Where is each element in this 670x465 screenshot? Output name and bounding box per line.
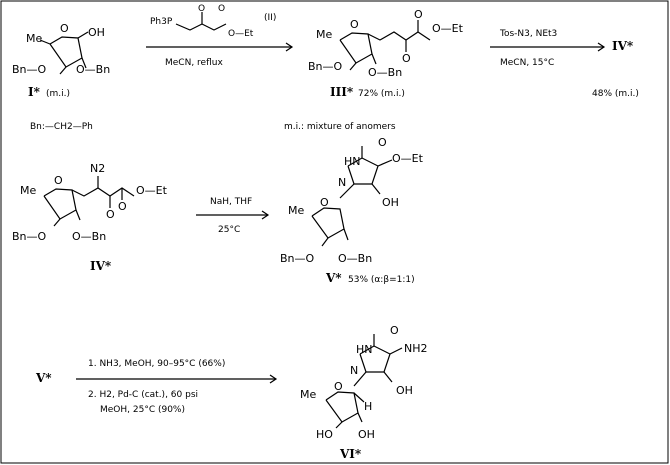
arrow-row3-head: [269, 374, 278, 384]
row2-conditions: 25°C: [218, 225, 240, 235]
step2-conditions: MeCN, 15°C: [500, 58, 554, 68]
compound-V-structure: HN N O O—Et OH Me O Bn—O O—Bn: [280, 136, 424, 265]
atom-o: O: [54, 174, 63, 187]
compound-I-structure: Me OH O Bn—O O—Bn: [12, 22, 110, 76]
atom-o: O: [118, 200, 127, 213]
atom-obn: O—Bn: [338, 252, 372, 265]
atom-me: Me: [300, 388, 316, 401]
arrow-row2-head: [261, 210, 270, 220]
compound-IV-structure: Me O N2 O O O—Et Bn—O O—Bn: [12, 162, 168, 243]
atom-nh2: NH2: [404, 342, 428, 355]
atom-o: O: [414, 8, 423, 21]
mi-definition: m.i.: mixture of anomers: [284, 122, 396, 132]
step2-reagents: Tos-N3, NEt3: [499, 29, 557, 39]
atom-oet: O—Et: [136, 184, 168, 197]
compound-IV-label: IV*: [90, 259, 112, 273]
atom-h: H: [364, 400, 372, 413]
atom-o: O: [198, 4, 205, 14]
compound-IV-label-row1: IV*: [612, 39, 634, 53]
step1-conditions: MeCN, reflux: [165, 58, 223, 68]
atom-me: Me: [288, 204, 304, 217]
atom-oet: O—Et: [432, 22, 464, 35]
compound-I-label: I*: [28, 85, 41, 99]
atom-o: O: [106, 208, 115, 221]
atom-obn: O—Bn: [368, 66, 402, 79]
atom-o: O: [390, 324, 399, 337]
reagent-II-label: (II): [264, 13, 276, 23]
row3-step2b: MeOH, 25°C (90%): [100, 405, 185, 415]
atom-obn: O—Bn: [76, 63, 110, 76]
atom-o: O: [218, 4, 225, 14]
atom-o: O: [334, 380, 343, 393]
compound-I-note: (m.i.): [46, 89, 70, 99]
atom-bno: Bn—O: [12, 230, 47, 243]
arrow-step2-head: [597, 42, 606, 52]
atom-hn: HN: [344, 155, 361, 168]
atom-me: Me: [316, 28, 332, 41]
atom-o: O: [320, 196, 329, 209]
compound-V-label: V*: [325, 271, 342, 285]
atom-o: O: [402, 52, 411, 65]
atom-oh: OH: [358, 428, 375, 441]
atom-oh: OH: [396, 384, 413, 397]
compound-III-label: III*: [330, 85, 354, 99]
row2-reagents: NaH, THF: [210, 197, 252, 207]
compound-III-yield: 72% (m.i.): [358, 89, 405, 99]
compound-VI-structure: HN N O NH2 OH Me O H HO OH: [300, 324, 428, 441]
row3-step1: 1. NH3, MeOH, 90–95°C (66%): [88, 359, 225, 369]
row3-step2: 2. H2, Pd-C (cat.), 60 psi: [88, 390, 198, 400]
compound-V-yield: 53% (α:β=1:1): [348, 275, 415, 285]
compound-IV-yield: 48% (m.i.): [592, 89, 639, 99]
atom-bno: Bn—O: [280, 252, 315, 265]
atom-oh: OH: [382, 196, 399, 209]
atom-n: N: [338, 176, 346, 189]
row3-start-label: V*: [35, 371, 52, 385]
compound-VI-label: VI*: [339, 447, 362, 461]
reagent-II-structure: Ph3P O O O—Et (II): [150, 4, 276, 39]
atom-n2: N2: [90, 162, 105, 175]
atom-oet: O—Et: [392, 152, 424, 165]
atom-hn: HN: [356, 343, 373, 356]
arrow-step1-head: [285, 42, 294, 52]
atom-o: O: [378, 136, 387, 149]
atom-o: O: [350, 18, 359, 31]
bn-definition: Bn:—CH2—Ph: [30, 122, 93, 132]
atom-oet: O—Et: [228, 29, 254, 39]
atom-obn: O—Bn: [72, 230, 106, 243]
atom-bno: Bn—O: [308, 60, 343, 73]
compound-III-structure: Me O O O O—Et Bn—O O—Bn: [308, 8, 464, 79]
atom-bno: Bn—O: [12, 63, 47, 76]
atom-o: O: [60, 22, 69, 35]
atom-me: Me: [20, 184, 36, 197]
reagent-ph3p: Ph3P: [150, 17, 173, 27]
atom-oh: OH: [88, 26, 105, 39]
atom-me: Me: [26, 32, 42, 45]
atom-n: N: [350, 364, 358, 377]
atom-ho: HO: [316, 428, 333, 441]
